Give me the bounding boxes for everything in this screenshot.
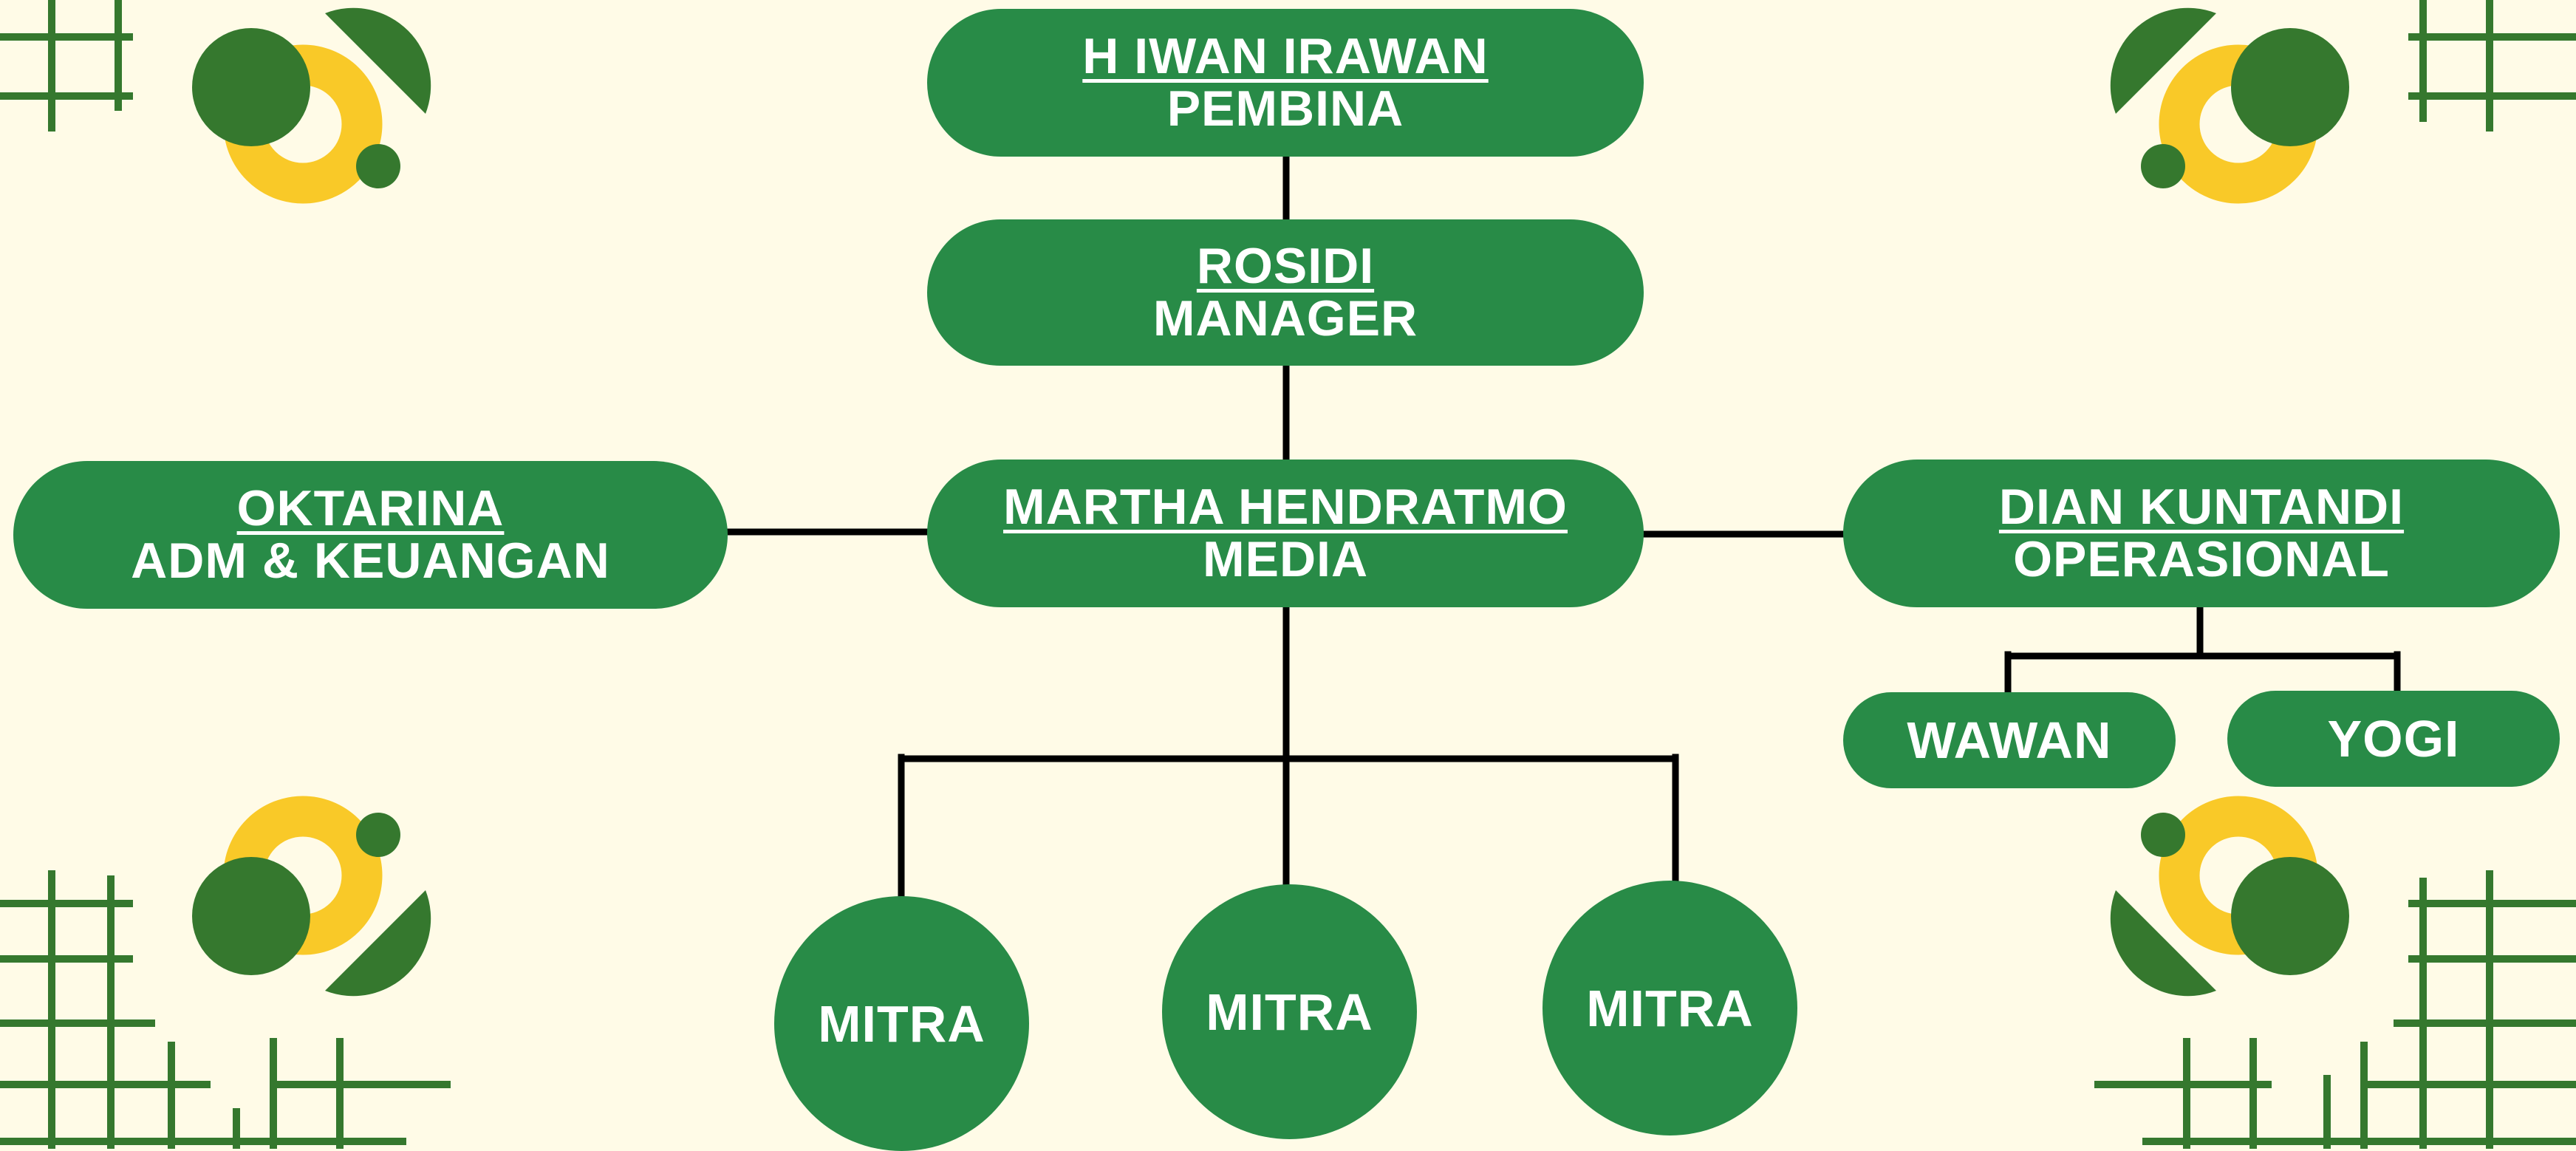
node-name: OKTARINA bbox=[236, 480, 505, 536]
connector-lines bbox=[724, 151, 2401, 901]
node-label: MITRA bbox=[1206, 983, 1373, 1041]
decoration-circles-top-right bbox=[2110, 7, 2349, 204]
node-name: ROSIDI bbox=[1196, 238, 1375, 294]
node-role: ADM & KEUANGAN bbox=[131, 533, 610, 589]
node-label: MITRA bbox=[818, 994, 985, 1053]
node-name: DIAN KUNTANDI bbox=[1998, 479, 2405, 535]
node-pembina: H IWAN IRAWAN PEMBINA bbox=[927, 9, 1644, 157]
decoration-grid-bottom-right bbox=[2094, 870, 2576, 1149]
decoration-grid-bottom-left bbox=[0, 870, 451, 1149]
node-admin: OKTARINA ADM & KEUANGAN bbox=[13, 461, 728, 609]
node-manager: ROSIDI MANAGER bbox=[927, 219, 1644, 366]
node-label: MITRA bbox=[1586, 979, 1754, 1037]
node-label: YOGI bbox=[2327, 710, 2460, 768]
node-role: PEMBINA bbox=[1166, 81, 1404, 137]
node-partner-3: MITRA bbox=[1542, 881, 1797, 1135]
node-media: MARTHA HENDRATMO MEDIA bbox=[927, 460, 1644, 607]
node-role: MANAGER bbox=[1152, 290, 1418, 346]
node-name: MARTHA HENDRATMO bbox=[1003, 479, 1568, 535]
decoration-grid-top-left bbox=[0, 0, 133, 132]
node-name: H IWAN IRAWAN bbox=[1082, 28, 1489, 84]
node-staff-wawan: WAWAN bbox=[1843, 692, 2176, 788]
node-staff-yogi: YOGI bbox=[2227, 691, 2560, 787]
decoration-circles-bottom-right bbox=[2110, 796, 2349, 997]
node-operations: DIAN KUNTANDI OPERASIONAL bbox=[1843, 460, 2560, 607]
node-role: OPERASIONAL bbox=[2013, 531, 2390, 587]
node-label: WAWAN bbox=[1907, 711, 2112, 769]
node-partner-1: MITRA bbox=[774, 896, 1029, 1151]
decoration-grid-top-right bbox=[2408, 0, 2576, 132]
decoration-circles-top-left bbox=[192, 7, 431, 204]
decoration-circles-bottom-left bbox=[192, 796, 431, 997]
node-partner-2: MITRA bbox=[1162, 884, 1417, 1139]
node-role: MEDIA bbox=[1202, 531, 1369, 587]
